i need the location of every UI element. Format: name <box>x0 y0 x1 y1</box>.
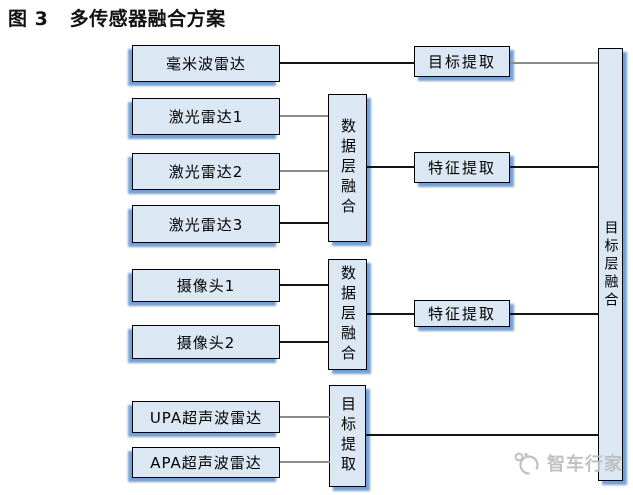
node-label: 特征提取 <box>427 159 496 177</box>
connector-feature-extract1-to-target-fusion <box>510 166 598 168</box>
node-data-layer-fusion-2: 数据层融合 <box>328 259 367 370</box>
node-lidar-1: 激光雷达1 <box>132 98 280 135</box>
node-label: 毫米波雷达 <box>165 55 246 73</box>
node-label: 特征提取 <box>427 305 496 323</box>
node-target-extract-top: 目标提取 <box>414 46 510 77</box>
connector-target-extract-to-target-fusion-bottom <box>366 434 598 436</box>
node-label: 激光雷达1 <box>168 108 244 126</box>
node-label: APA超声波雷达 <box>150 454 262 472</box>
node-mmwave-radar: 毫米波雷达 <box>132 45 280 82</box>
node-label: 摄像头1 <box>176 277 236 295</box>
node-label: 目标提取 <box>339 396 357 476</box>
connector-lidar1-to-data-fusion1 <box>280 115 328 117</box>
connector-data-fusion2-to-feature-extract2 <box>367 313 414 315</box>
connector-lidar3-to-data-fusion1 <box>280 222 328 224</box>
connector-feature-extract2-to-target-fusion <box>510 313 598 315</box>
node-data-layer-fusion-1: 数据层融合 <box>328 94 367 242</box>
node-label: 激光雷达3 <box>168 215 244 234</box>
node-label: 目标提取 <box>427 53 496 71</box>
connector-mmwave-to-target-extract <box>280 62 414 64</box>
connector-camera2-to-data-fusion2 <box>280 341 328 343</box>
connector-apa-to-target-extract <box>280 461 330 463</box>
figure-title: 图 3 多传感器融合方案 <box>8 8 226 30</box>
node-lidar-2: 激光雷达2 <box>132 153 280 190</box>
node-label: 数据层融合 <box>339 264 357 365</box>
watermark-text: 智车行家 <box>547 454 623 475</box>
node-apa-ultrasonic: APA超声波雷达 <box>132 447 280 478</box>
node-camera-1: 摄像头1 <box>132 269 280 302</box>
node-target-layer-fusion: 目标层融合 <box>598 48 623 481</box>
node-label: 激光雷达2 <box>168 163 244 181</box>
connector-upa-to-target-extract <box>280 416 330 418</box>
node-label: UPA超声波雷达 <box>149 408 263 427</box>
node-label: 摄像头2 <box>176 333 236 352</box>
node-feature-extract-2: 特征提取 <box>414 300 510 327</box>
node-camera-2: 摄像头2 <box>132 325 280 359</box>
connector-lidar2-to-data-fusion1 <box>280 170 328 172</box>
watermark: 智车行家 <box>513 450 623 476</box>
connector-camera1-to-data-fusion2 <box>280 284 328 286</box>
node-target-extract-bottom: 目标提取 <box>329 385 366 487</box>
watermark-logo-icon <box>513 450 541 476</box>
connector-data-fusion1-to-feature-extract1 <box>367 166 414 168</box>
node-upa-ultrasonic: UPA超声波雷达 <box>132 401 280 433</box>
node-label: 数据层融合 <box>339 118 357 218</box>
connector-target-extract-to-target-fusion <box>510 62 598 64</box>
node-lidar-3: 激光雷达3 <box>132 205 280 243</box>
node-feature-extract-1: 特征提取 <box>414 152 510 183</box>
node-label: 目标层融合 <box>602 219 619 310</box>
